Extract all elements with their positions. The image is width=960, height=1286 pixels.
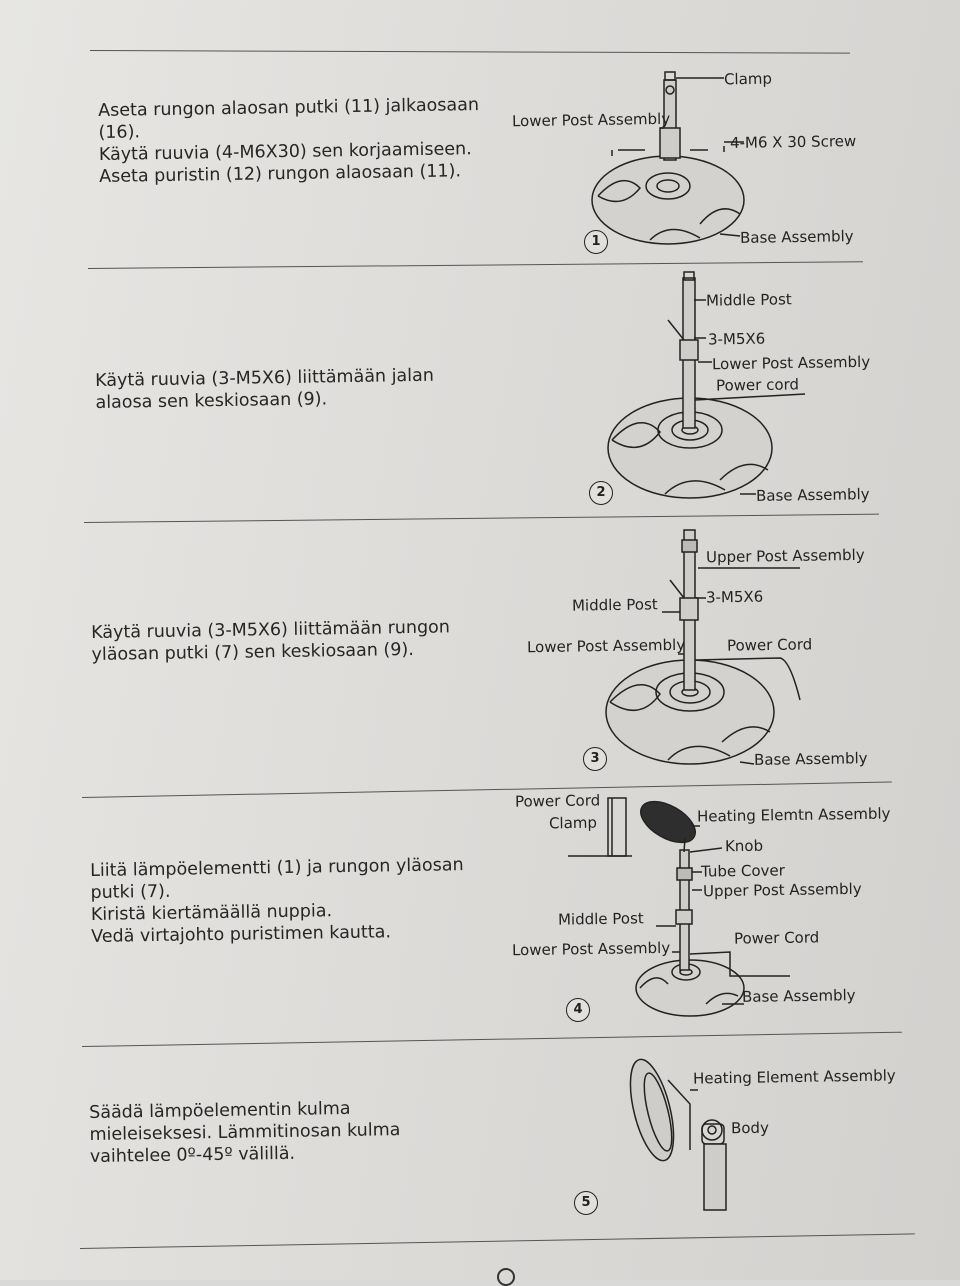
page-number-mark — [497, 1268, 515, 1286]
step-1-number: 1 — [584, 230, 608, 254]
step-2-number: 2 — [589, 481, 613, 505]
step-3-number: 3 — [583, 747, 607, 771]
step-5-number: 5 — [574, 1191, 598, 1215]
label-heating: Heating Element Assembly — [692, 1066, 896, 1088]
step-4-number: 4 — [566, 998, 590, 1022]
label-body: Body — [730, 1118, 770, 1138]
